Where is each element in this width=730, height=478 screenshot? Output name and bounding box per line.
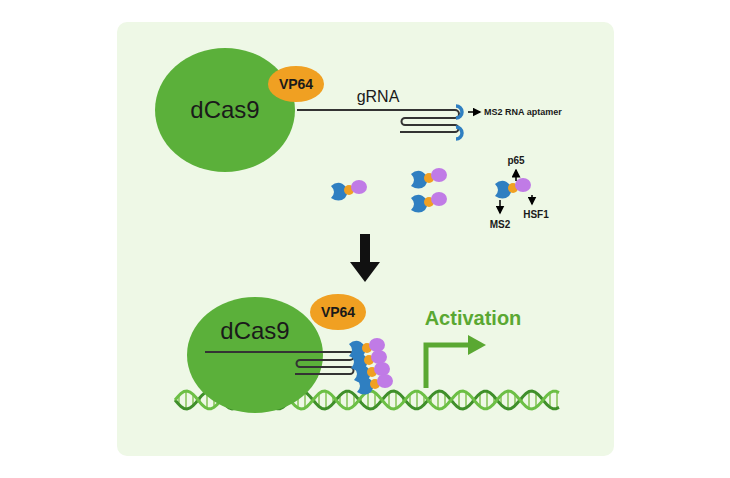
base-pair: [325, 391, 327, 409]
node-shape: [310, 294, 366, 330]
base-pair: [367, 392, 369, 409]
node-label: dCas9: [220, 317, 289, 345]
base-pair: [346, 391, 348, 409]
activation-arrowhead: [468, 335, 486, 355]
leader-arrow: [515, 170, 517, 181]
leader-arrow: [499, 200, 501, 213]
node-shape: [155, 48, 295, 172]
vp64-domain: VP64: [268, 66, 324, 102]
node-shape: [268, 66, 324, 102]
node-label: VP64: [279, 76, 313, 92]
node-outline: [187, 297, 323, 413]
base-pair: [486, 391, 488, 409]
base-pair: [395, 392, 397, 409]
process-arrow: [350, 234, 380, 282]
fusion-protein: [331, 180, 367, 201]
node-label: VP64: [321, 304, 355, 320]
fusion-protein: [411, 192, 447, 213]
base-pair: [458, 392, 460, 408]
bound-fusion-protein: [357, 374, 393, 395]
domain-label: MS2: [490, 219, 511, 230]
fusion-protein: [411, 168, 447, 189]
dcas9-protein: dCas9: [187, 297, 323, 413]
base-pair: [416, 391, 418, 409]
domain-label: HSF1: [523, 209, 549, 220]
vp64-domain: VP64: [310, 294, 366, 330]
activation-arrow: [426, 345, 470, 388]
aptamer-label: MS2 RNA aptamer: [484, 107, 562, 117]
base-pair: [185, 391, 187, 409]
bound-fusion-protein: [349, 338, 385, 359]
activation-label: Activation: [425, 307, 522, 330]
node-label: dCas9: [190, 96, 259, 124]
background-panel: [117, 22, 614, 456]
fusion-protein: [495, 178, 531, 199]
base-pair: [528, 392, 530, 409]
node-shape: [187, 297, 323, 413]
bound-fusion-protein: [354, 362, 390, 383]
leader-arrow: [531, 195, 533, 204]
grna-strand: [205, 352, 354, 374]
base-pair: [507, 391, 509, 409]
bound-fusion-protein: [351, 350, 387, 371]
leader-arrow: [468, 111, 480, 113]
grna-strand: [297, 110, 459, 132]
ms2-aptamer: [456, 106, 462, 118]
domain-label: p65: [507, 155, 524, 166]
ms2-aptamer: [456, 127, 462, 139]
base-pair: [437, 391, 439, 409]
base-pair: [556, 392, 558, 409]
grna-label: gRNA: [357, 88, 400, 106]
dcas9-protein: dCas9: [155, 48, 295, 172]
